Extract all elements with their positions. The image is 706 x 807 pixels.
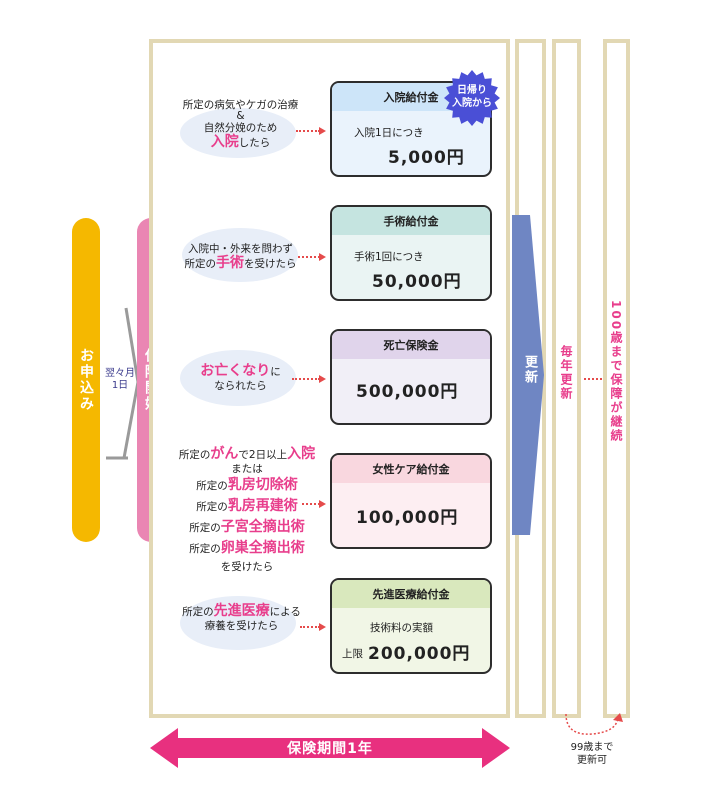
benefit-card-death: 死亡保険金 500,000円 <box>330 329 492 425</box>
condition-blob-2 <box>182 228 298 282</box>
yearly-renew-column <box>552 39 581 718</box>
renew-arrow <box>512 215 544 535</box>
condition-3-line1: お亡くなりに <box>168 364 313 379</box>
card-amount-hospital: 5,000円 <box>388 148 465 168</box>
arrow-2 <box>298 253 326 261</box>
condition-1-tail: したら <box>238 137 271 149</box>
condition-4-or: または <box>231 463 263 475</box>
condition-blob-5 <box>180 596 296 650</box>
benefit-card-womens-care: 女性ケア給付金 100,000円 <box>330 453 492 549</box>
condition-blob-1 <box>180 108 296 158</box>
card-head-death: 死亡保険金 <box>332 331 490 359</box>
item-1-highlight: 乳房切除術 <box>227 477 298 493</box>
period-arrow <box>150 728 510 768</box>
condition-5: 所定の先進医療による 療養を受けたら <box>164 604 319 633</box>
condition-4-item-1: 所定の乳房切除術 <box>162 475 332 496</box>
card-amount-death: 500,000円 <box>356 382 459 402</box>
card-title-surgery: 手術給付金 <box>383 215 439 228</box>
card-head-womens-care: 女性ケア給付金 <box>332 455 490 483</box>
condition-3-tail: に <box>270 366 281 378</box>
condition-1: 所定の病気やケガの治療 & 自然分娩のため 入院したら <box>168 98 313 150</box>
until-100-label: 100歳まで保障が継続 <box>609 300 623 444</box>
apply-label: お申込み <box>78 348 94 412</box>
arrow-5 <box>300 623 326 631</box>
renew-dots <box>584 378 602 380</box>
yearly-renew-label: 毎年更新 <box>559 345 573 401</box>
item-4-pre: 所定の <box>189 543 221 555</box>
renew-label: 更新 <box>522 355 537 385</box>
benefit-card-surgery: 手術給付金 手術1回につき 50,000円 <box>330 205 492 301</box>
condition-4-item-2: 所定の乳房再建術 <box>162 496 332 517</box>
condition-4-pre: 所定の <box>178 449 211 461</box>
card-sub-advanced: 技術料の実額 <box>370 622 433 634</box>
condition-1-line4: 入院したら <box>168 135 313 150</box>
arrow-4 <box>302 500 326 508</box>
condition-2-tail: を受けたら <box>244 258 297 270</box>
card-amount-surgery: 50,000円 <box>372 272 462 292</box>
item-3-pre: 所定の <box>189 522 221 534</box>
condition-blob-3 <box>180 350 296 406</box>
condition-2-line2: 所定の手術を受けたら <box>168 256 313 271</box>
condition-4: 所定のがんで2日以上入院 または 所定の乳房切除術 所定の乳房再建術 所定の子宮… <box>162 447 332 575</box>
condition-5-highlight: 先進医療 <box>213 603 270 619</box>
condition-2: 入院中・外来を問わず 所定の手術を受けたら <box>168 242 313 271</box>
renew-note: 99歳まで 更新可 <box>570 742 614 766</box>
arrow-3 <box>292 375 326 383</box>
condition-1-highlight: 入院 <box>210 134 239 150</box>
condition-1-line2: & <box>236 110 245 122</box>
card-limit-advanced: 上限 <box>342 648 363 660</box>
card-sub-surgery: 手術1回につき <box>354 251 424 263</box>
condition-3-highlight: お亡くなり <box>200 363 271 379</box>
condition-4-highlight-hospital: 入院 <box>287 446 316 462</box>
benefit-card-advanced: 先進医療給付金 技術料の実額 上限 200,000円 <box>330 578 492 674</box>
item-3-highlight: 子宮全摘出術 <box>220 519 305 535</box>
card-title-advanced: 先進医療給付金 <box>372 588 450 601</box>
item-4-highlight: 卵巣全摘出術 <box>220 540 305 556</box>
condition-4-line1: 所定のがんで2日以上入院 <box>162 447 332 463</box>
condition-5-line1: 所定の先進医療による <box>164 604 319 619</box>
condition-4-item-4: 所定の卵巣全摘出術 <box>162 538 332 559</box>
condition-4-item-3: 所定の子宮全摘出術 <box>162 517 332 538</box>
card-amount-womens-care: 100,000円 <box>356 508 459 528</box>
condition-3-line2: なられたら <box>214 380 267 392</box>
card-title-womens-care: 女性ケア給付金 <box>372 463 450 476</box>
condition-2-line1: 入院中・外来を問わず <box>188 243 293 255</box>
day-hospital-badge-shape <box>444 70 500 126</box>
condition-4-tail: を受けたら <box>220 561 274 573</box>
card-head-advanced: 先進医療給付金 <box>332 580 490 608</box>
condition-5-mid: による <box>269 606 301 618</box>
condition-4-highlight-cancer: がん <box>210 446 239 462</box>
condition-2-highlight: 手術 <box>216 255 244 271</box>
until-100-column <box>603 39 630 718</box>
item-2-pre: 所定の <box>196 501 228 513</box>
item-1-pre: 所定の <box>196 480 228 492</box>
card-amount-advanced: 200,000円 <box>368 644 471 664</box>
condition-5-line2: 療養を受けたら <box>204 620 279 632</box>
day-hospital-badge: 日帰り 入院から <box>452 85 492 109</box>
card-head-surgery: 手術給付金 <box>332 207 490 235</box>
renew-curve-arrow <box>565 713 623 735</box>
condition-3: お亡くなりに なられたら <box>168 364 313 393</box>
card-sub-hospital: 入院1日につき <box>354 127 424 139</box>
start-wait-text: 翌々月 1日 <box>105 368 135 391</box>
arrow-1 <box>296 127 326 135</box>
condition-1-line1: 所定の病気やケガの治療 <box>182 99 299 111</box>
bracket-lines <box>106 307 138 460</box>
condition-5-pre: 所定の <box>182 606 214 618</box>
apply-pill: お申込み <box>72 218 100 542</box>
condition-2-pre: 所定の <box>184 258 217 270</box>
card-title-hospital: 入院給付金 <box>383 91 439 104</box>
condition-4-mid: で2日以上 <box>238 449 288 461</box>
period-label: 保険期間1年 <box>287 741 373 757</box>
card-title-death: 死亡保険金 <box>383 339 439 352</box>
condition-1-line3: 自然分娩のため <box>203 122 278 134</box>
item-2-highlight: 乳房再建術 <box>227 498 298 514</box>
